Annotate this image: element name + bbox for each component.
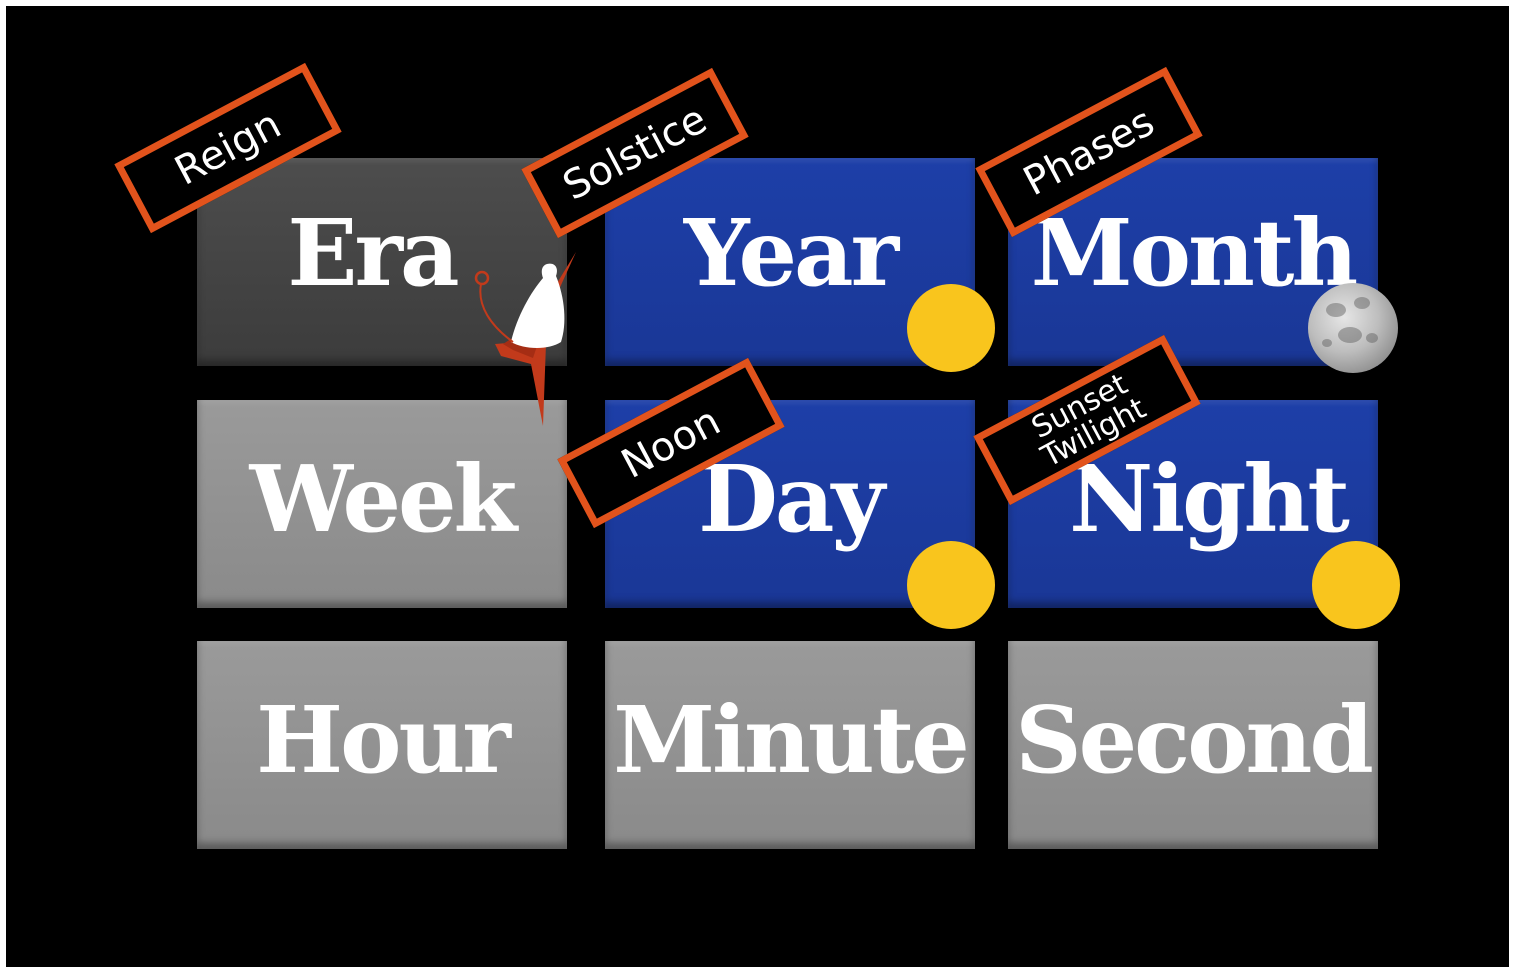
hour-tile: Hour	[197, 641, 567, 849]
week-tile: Week	[197, 400, 567, 608]
month-label: Month	[1030, 199, 1358, 307]
second-label: Second	[1015, 686, 1374, 794]
minute-tile: Minute	[605, 641, 975, 849]
era-tile: Era	[197, 158, 567, 366]
hour-label: Hour	[256, 686, 511, 794]
minute-label: Minute	[613, 686, 970, 794]
sun-icon	[1312, 541, 1400, 629]
slide: Era Year Month Week Day Night Hour Minut…	[6, 6, 1509, 967]
year-label: Year	[683, 199, 899, 307]
second-tile: Second	[1008, 641, 1378, 849]
era-label: Era	[287, 199, 459, 307]
sun-icon	[907, 541, 995, 629]
moon-icon	[1308, 283, 1398, 373]
night-label: Night	[1069, 445, 1350, 553]
week-label: Week	[249, 445, 518, 553]
day-label: Day	[698, 445, 885, 553]
robed-figure-icon	[474, 252, 576, 426]
sun-icon	[907, 284, 995, 372]
